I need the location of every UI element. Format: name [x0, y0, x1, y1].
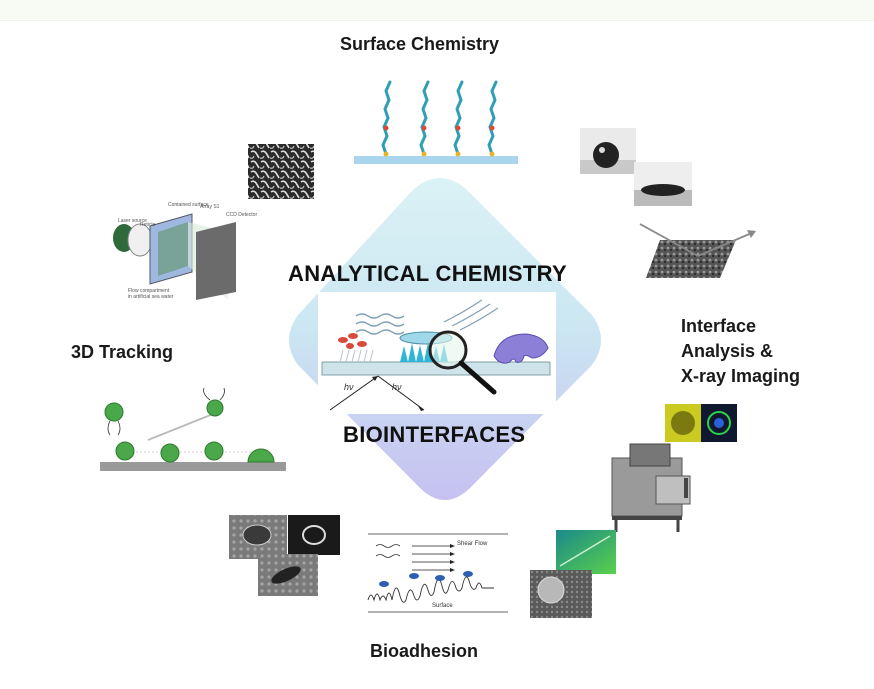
- hv-label-right: hν: [392, 382, 402, 392]
- svg-text:Laser source: Laser source: [118, 218, 147, 224]
- svg-text:Flow compartment: Flow compartment: [128, 288, 170, 294]
- svg-text:CCD Detector: CCD Detector: [226, 212, 257, 218]
- svg-text:Array S1: Array S1: [200, 204, 220, 210]
- surface-chemistry-label: Surface Chemistry: [340, 34, 500, 54]
- interface-analysis-label: Interface Analysis & X-ray Imaging: [681, 316, 801, 386]
- biointerfaces-title: BIOINTERFACES: [343, 422, 526, 447]
- tracking-3d-label: 3D Tracking: [71, 342, 174, 362]
- svg-text:Contained surface: Contained surface: [168, 202, 209, 208]
- hv-label-left: hν: [344, 382, 354, 392]
- svg-text:Reticle: Reticle: [140, 222, 156, 228]
- top-strip: [0, 0, 874, 21]
- bioadhesion-label: Bioadhesion: [370, 641, 479, 661]
- surface-label: Surface: [432, 603, 453, 609]
- svg-text:in artificial sea water: in artificial sea water: [128, 294, 174, 300]
- shear-flow-label: Shear Flow: [457, 541, 488, 547]
- analytical-chemistry-title: ANALYTICAL CHEMISTRY: [288, 261, 567, 286]
